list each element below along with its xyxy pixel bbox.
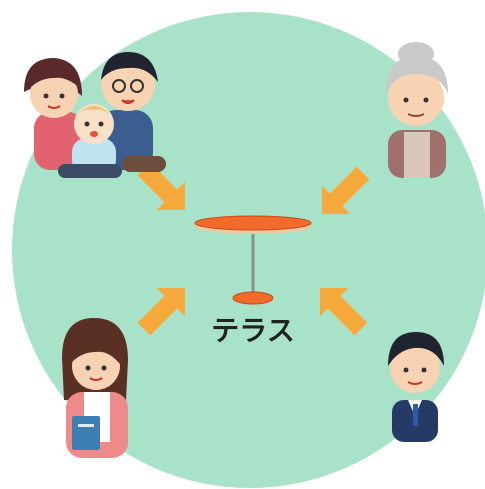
center-label: テラス (211, 314, 294, 347)
businessman-icon (388, 332, 444, 442)
elderly-woman-icon (386, 42, 448, 178)
arrow-from-businessman (320, 288, 368, 336)
family-with-baby-icon (24, 52, 166, 178)
young-woman-with-book-icon (62, 318, 128, 458)
arrow-from-family (137, 162, 185, 210)
terrace-table-icon (194, 215, 312, 305)
arrows (137, 162, 370, 336)
arrow-from-elderly (322, 166, 370, 214)
arrow-from-student (137, 288, 185, 336)
